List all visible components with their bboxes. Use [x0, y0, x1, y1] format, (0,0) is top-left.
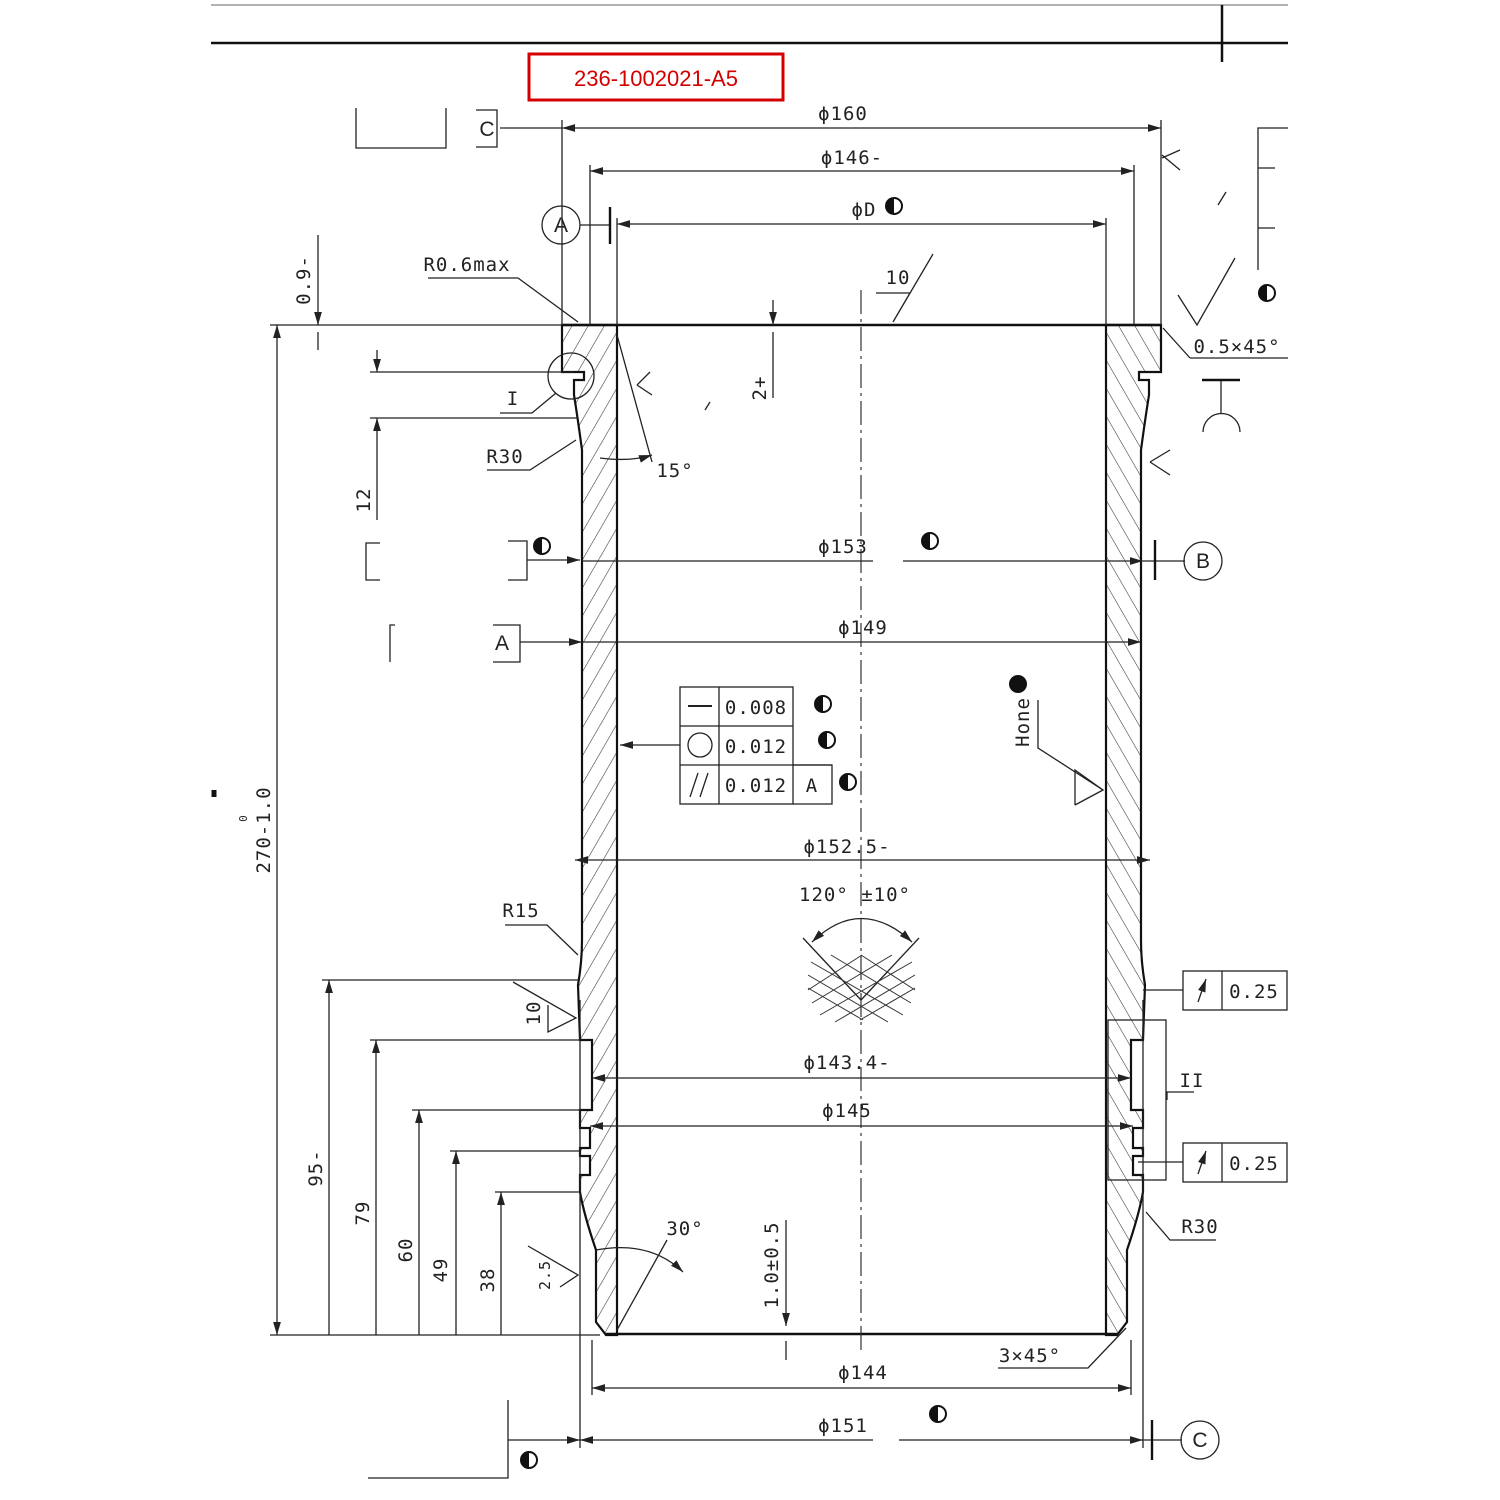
svg-text:R30: R30	[1181, 1216, 1218, 1238]
datum-C: C	[1180, 1420, 1220, 1460]
svg-text:C: C	[1192, 1429, 1207, 1452]
circularity-icon	[687, 732, 713, 758]
svg-text:120° ±10°: 120° ±10°	[799, 884, 911, 906]
runout-arrow-icon	[1197, 978, 1207, 1003]
datum-B: B	[1183, 541, 1223, 581]
svg-text:0.5×45°: 0.5×45°	[1193, 336, 1280, 358]
svg-text:R15: R15	[502, 900, 539, 922]
detail-I-circle	[547, 352, 595, 400]
svg-text:15°: 15°	[656, 460, 693, 482]
svg-text:A: A	[554, 214, 568, 237]
svg-text:3×45°: 3×45°	[999, 1345, 1061, 1367]
svg-text:0.25: 0.25	[1229, 1153, 1279, 1175]
annotation-notes: R0.6max R30 R15 R30 0.5×45° 3×45° 15° 30…	[423, 254, 1280, 1367]
roughness-symbol-10	[512, 981, 578, 1034]
svg-text:ϕ149: ϕ149	[838, 617, 888, 639]
liner-section	[547, 290, 1167, 1350]
svg-text:A: A	[806, 775, 818, 797]
runout-frame-2: 0.25	[1182, 1142, 1288, 1183]
svg-text:0.9-: 0.9-	[293, 255, 315, 305]
detail-II-box	[1107, 1019, 1167, 1181]
svg-text:95-: 95-	[305, 1149, 327, 1186]
right-wall	[1104, 323, 1163, 1337]
svg-text:12: 12	[353, 488, 375, 513]
svg-text:10: 10	[886, 267, 911, 289]
svg-text:ϕD: ϕD	[852, 199, 877, 221]
feature-control-frame: 0.008 0.012 0.012 A	[679, 686, 833, 805]
svg-text:1.0±0.5: 1.0±0.5	[761, 1221, 783, 1308]
roughness-symbol-2-5	[527, 1245, 580, 1288]
svg-text:0.25: 0.25	[1229, 981, 1279, 1003]
part-number: 236-1002021-A5	[574, 66, 738, 91]
svg-text:Hone: Hone	[1012, 697, 1034, 747]
svg-text:I: I	[507, 388, 519, 410]
runout-frame-1: 0.25	[1182, 970, 1288, 1011]
svg-text:ϕ152.5-: ϕ152.5-	[803, 836, 890, 858]
svg-text:38: 38	[477, 1268, 499, 1293]
dimension-texts: ϕ160 ϕ146- ϕD ϕ153 ϕ149 ϕ152.5- ϕ143.4- …	[237, 103, 890, 1437]
svg-text:49: 49	[430, 1258, 452, 1283]
partial-annotation-boxes	[355, 108, 528, 663]
dimension-lines	[270, 120, 1288, 1479]
svg-text:0.008: 0.008	[725, 697, 787, 719]
svg-text:ϕ145: ϕ145	[822, 1100, 872, 1122]
runout-arrow-icon	[1197, 1150, 1207, 1175]
svg-text:60: 60	[395, 1238, 417, 1263]
svg-text:R30: R30	[486, 446, 523, 468]
svg-text:B: B	[1196, 550, 1210, 573]
svg-text:79: 79	[352, 1201, 374, 1226]
svg-text:270-1.0: 270-1.0	[253, 786, 275, 873]
svg-text:ϕ160: ϕ160	[818, 103, 868, 125]
special-characteristic-icons	[520, 197, 1276, 1469]
datum-C-box-label: C	[479, 118, 494, 141]
roughness-symbol-right	[1177, 257, 1236, 327]
datum-A-box-label: A	[495, 632, 509, 655]
title-frame	[211, 4, 1288, 797]
svg-text:2+: 2+	[749, 376, 771, 401]
roughness-symbol-hone	[1074, 768, 1105, 806]
svg-text:II: II	[1180, 1070, 1205, 1092]
roughness-symbol-top	[876, 253, 934, 323]
svg-text:0: 0	[237, 814, 250, 822]
svg-text:ϕ151: ϕ151	[818, 1415, 868, 1437]
svg-text:0.012: 0.012	[725, 736, 787, 758]
surface-finish-symbols	[512, 127, 1288, 1288]
svg-text:ϕ153: ϕ153	[818, 536, 868, 558]
svg-text:2.5: 2.5	[536, 1260, 554, 1290]
datum-A: A	[541, 205, 581, 245]
part-number-box: 236-1002021-A5	[527, 52, 785, 102]
svg-text:30°: 30°	[666, 1218, 703, 1240]
svg-text:ϕ143.4-: ϕ143.4-	[803, 1052, 890, 1074]
parallelism-icon	[689, 772, 709, 798]
svg-text:ϕ144: ϕ144	[838, 1362, 888, 1384]
left-wall	[560, 323, 619, 1337]
hone-crosshatch-symbol	[807, 954, 916, 1023]
svg-text:ϕ146-: ϕ146-	[821, 147, 883, 169]
svg-text:R0.6max: R0.6max	[423, 254, 510, 276]
svg-text:10: 10	[523, 1001, 545, 1026]
svg-text:0.012: 0.012	[725, 775, 787, 797]
